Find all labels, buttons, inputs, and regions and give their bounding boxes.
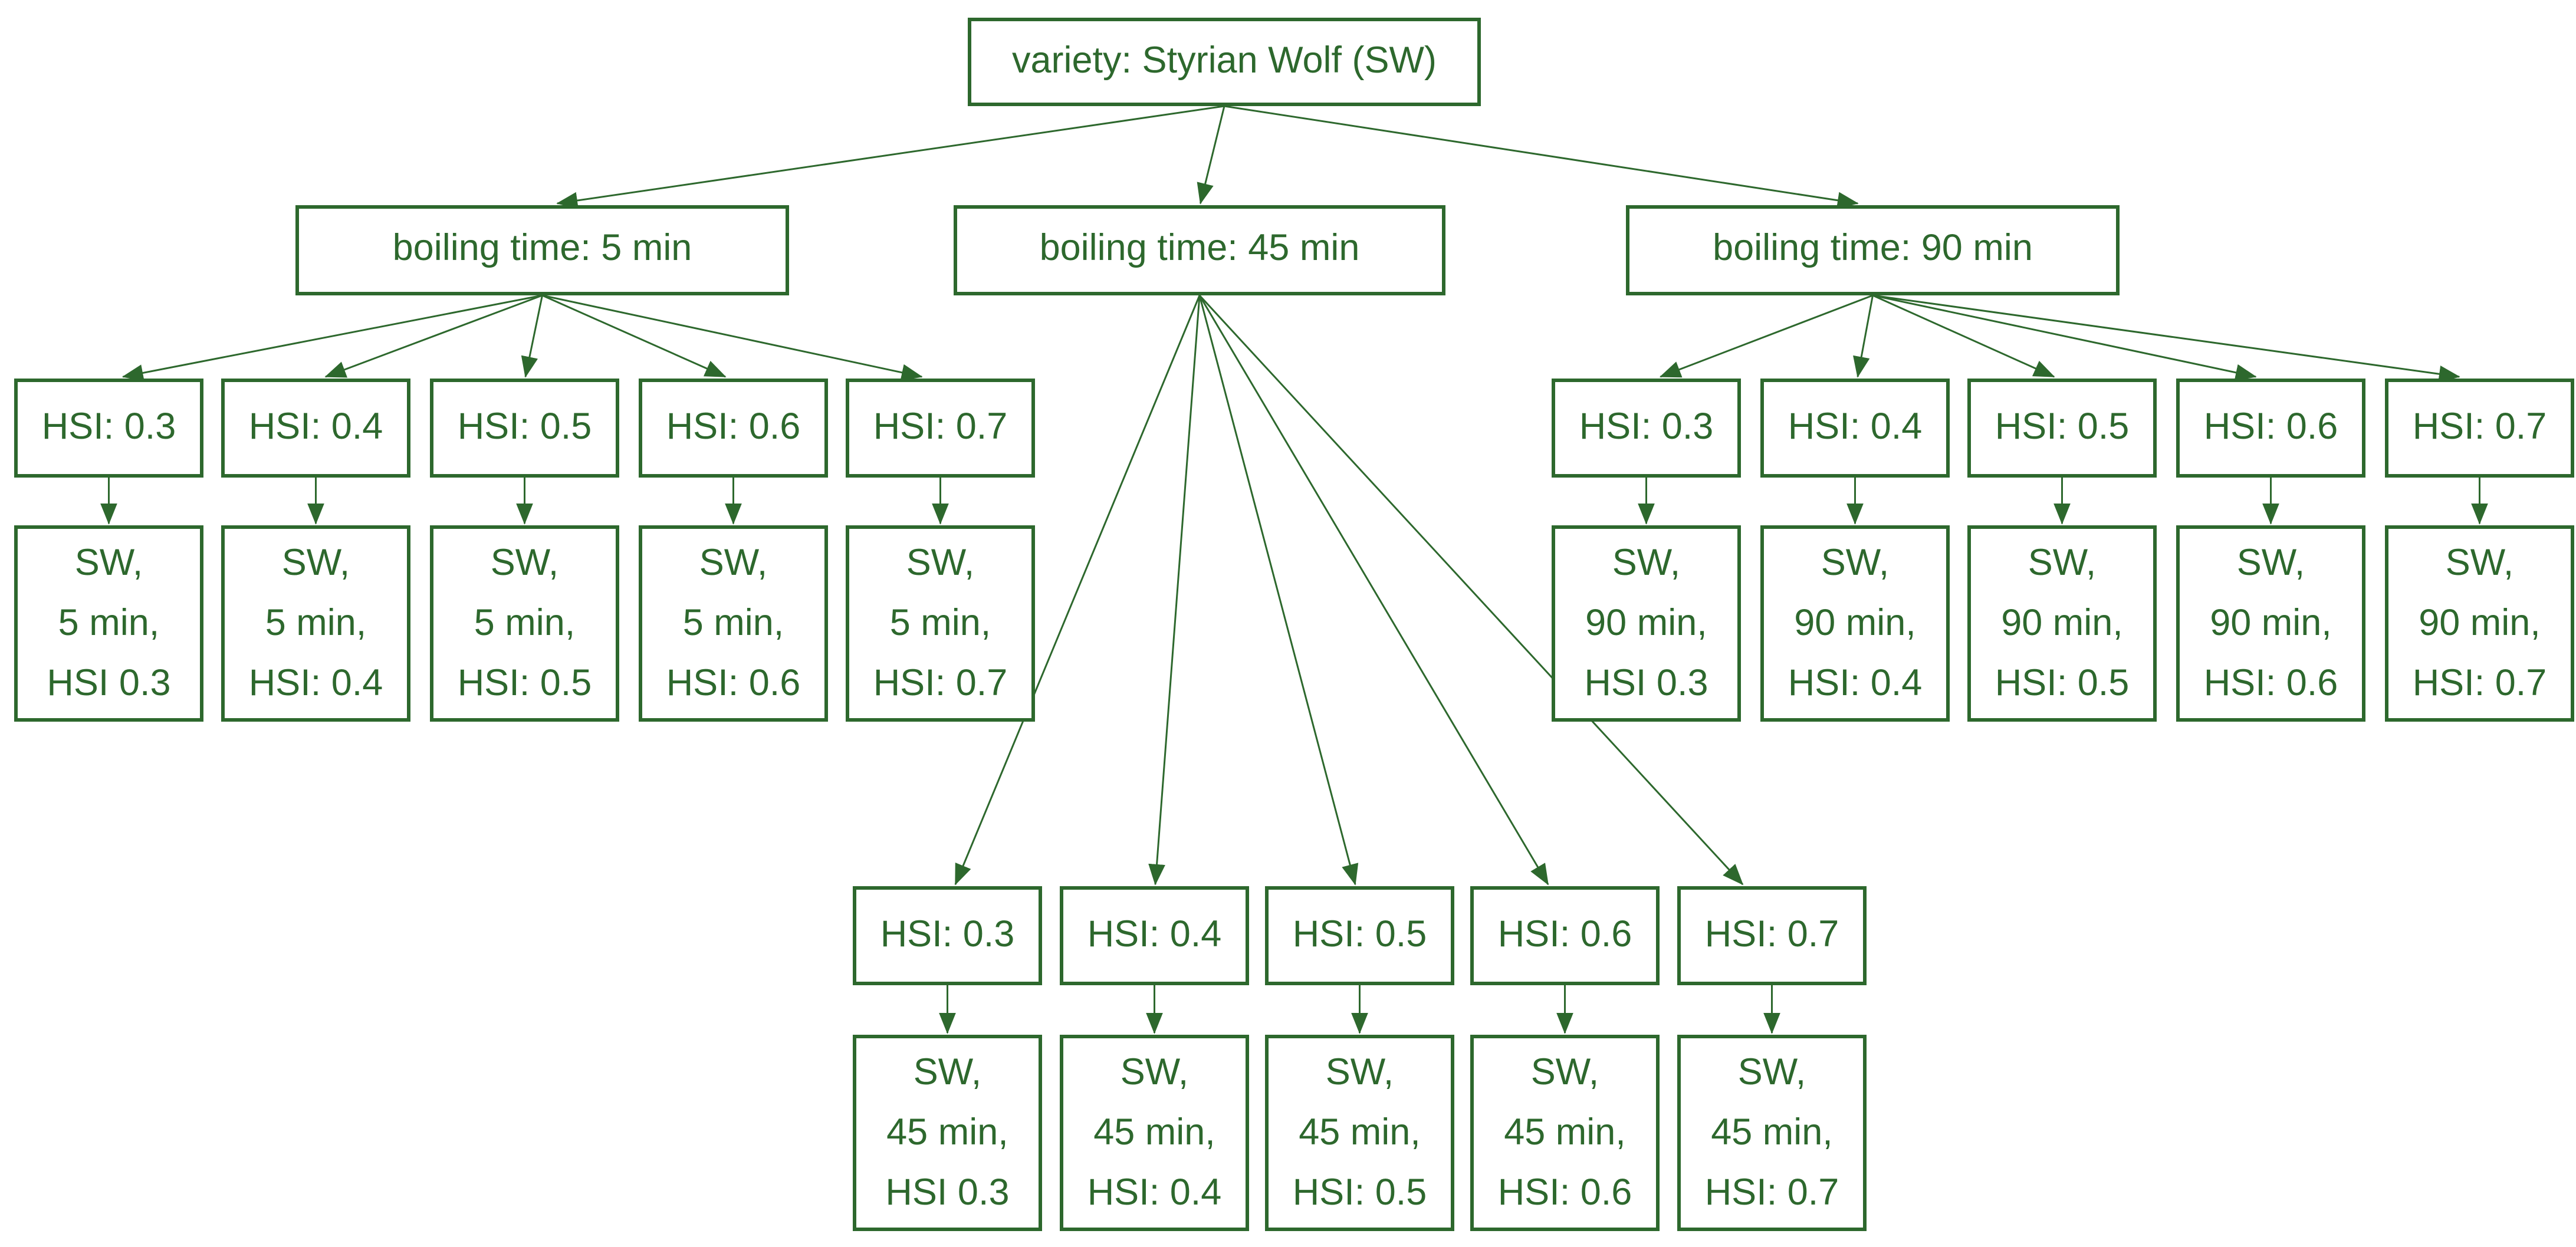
node-hsi-5min-05: HSI: 0.5 (430, 379, 619, 478)
edge-45min-hsi-04 (1148, 295, 1201, 886)
node-hsi-45min-03: HSI: 0.3 (853, 886, 1042, 985)
node-leaf-45min-04: SW, 45 min, HSI: 0.4 (1060, 1035, 1249, 1231)
node-leaf-5min-05: SW, 5 min, HSI: 0.5 (430, 525, 619, 722)
edge-90min-hsi-05 (1872, 294, 2055, 378)
node-leaf-5min-04: SW, 5 min, HSI: 0.4 (221, 525, 410, 722)
node-hsi-45min-07: HSI: 0.7 (1677, 886, 1867, 985)
node-hsi-5min-03: HSI: 0.3 (14, 379, 203, 478)
edge-90min-hsi-04 (1853, 295, 1874, 378)
node-boiling-5min: boiling time: 5 min (295, 205, 789, 295)
node-leaf-5min-03: SW, 5 min, HSI 0.3 (14, 525, 203, 722)
edge-5min-hsi-04 (324, 294, 543, 378)
node-leaf-5min-06: SW, 5 min, HSI: 0.6 (639, 525, 828, 722)
node-leaf-90min-05: SW, 90 min, HSI: 0.5 (1967, 525, 2157, 722)
node-root-variety: variety: Styrian Wolf (SW) (968, 18, 1481, 106)
node-boiling-90min: boiling time: 90 min (1626, 205, 2120, 295)
edge-45min-hsi-05 (1198, 295, 1359, 886)
edge-root-90min (1224, 105, 1859, 209)
node-leaf-45min-06: SW, 45 min, HSI: 0.6 (1470, 1035, 1660, 1231)
edge-90min-hsi-03 (1659, 294, 1874, 378)
node-leaf-90min-04: SW, 90 min, HSI: 0.4 (1760, 525, 1950, 722)
node-hsi-45min-06: HSI: 0.6 (1470, 886, 1660, 985)
node-boiling-45min: boiling time: 45 min (954, 205, 1445, 295)
node-hsi-90min-07: HSI: 0.7 (2385, 379, 2574, 478)
node-leaf-45min-07: SW, 45 min, HSI: 0.7 (1677, 1035, 1867, 1231)
edge-root-45min (1197, 106, 1225, 205)
node-hsi-5min-06: HSI: 0.6 (639, 379, 828, 478)
node-hsi-90min-06: HSI: 0.6 (2176, 379, 2365, 478)
edge-5min-hsi-06 (541, 294, 727, 378)
node-hsi-90min-03: HSI: 0.3 (1552, 379, 1741, 478)
node-leaf-90min-06: SW, 90 min, HSI: 0.6 (2176, 525, 2365, 722)
node-hsi-90min-04: HSI: 0.4 (1760, 379, 1950, 478)
node-leaf-45min-05: SW, 45 min, HSI: 0.5 (1265, 1035, 1454, 1231)
edge-5min-hsi-05 (521, 295, 543, 378)
node-hsi-90min-05: HSI: 0.5 (1967, 379, 2157, 478)
edge-90min-hsi-06 (1872, 294, 2257, 381)
edge-5min-hsi-07 (542, 294, 923, 381)
edge-90min-hsi-07 (1872, 294, 2460, 383)
node-leaf-5min-07: SW, 5 min, HSI: 0.7 (846, 525, 1035, 722)
node-hsi-5min-04: HSI: 0.4 (221, 379, 410, 478)
node-hsi-45min-05: HSI: 0.5 (1265, 886, 1454, 985)
node-leaf-45min-03: SW, 45 min, HSI 0.3 (853, 1035, 1042, 1231)
edge-45min-hsi-07 (1198, 294, 1744, 886)
edge-5min-hsi-03 (121, 294, 543, 381)
edge-45min-hsi-03 (954, 295, 1201, 886)
node-leaf-90min-03: SW, 90 min, HSI 0.3 (1552, 525, 1741, 722)
node-hsi-5min-07: HSI: 0.7 (846, 379, 1035, 478)
edge-root-5min (556, 105, 1225, 209)
node-leaf-90min-07: SW, 90 min, HSI: 0.7 (2385, 525, 2574, 722)
node-hsi-45min-04: HSI: 0.4 (1060, 886, 1249, 985)
edge-45min-hsi-06 (1198, 295, 1549, 886)
